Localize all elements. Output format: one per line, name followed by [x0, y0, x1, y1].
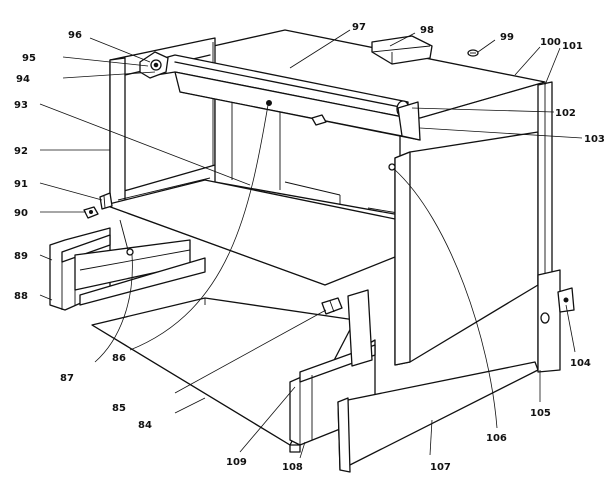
- callout-labels: 96 95 94 97 98 99 100 101 102 103 93 92 …: [14, 22, 605, 473]
- bottom-panel: [91, 297, 356, 453]
- callout-102: 102: [555, 108, 576, 119]
- callout-96: 96: [68, 30, 82, 41]
- callout-93: 93: [14, 100, 28, 111]
- callout-109: 109: [226, 457, 247, 468]
- callout-84: 84: [138, 420, 152, 431]
- callout-94: 94: [16, 74, 30, 85]
- callout-108: 108: [282, 462, 303, 473]
- callout-89: 89: [14, 251, 28, 262]
- callout-103: 103: [584, 134, 605, 145]
- callout-105: 105: [530, 408, 551, 419]
- callout-91: 91: [14, 179, 28, 190]
- screw: [467, 49, 479, 57]
- callout-107: 107: [430, 462, 451, 473]
- front-trim-rail: [149, 54, 421, 141]
- callout-98: 98: [420, 25, 434, 36]
- callout-95: 95: [22, 53, 36, 64]
- side-knob: [557, 287, 575, 313]
- callout-86: 86: [112, 353, 126, 364]
- callout-104: 104: [570, 358, 591, 369]
- right-side-panel: [388, 131, 539, 366]
- shelf-support-clip: [99, 192, 113, 210]
- callout-85: 85: [112, 403, 126, 414]
- callout-97: 97: [352, 22, 366, 33]
- front-corner-cap: [397, 101, 421, 141]
- callout-92: 92: [14, 146, 28, 157]
- callout-99: 99: [500, 32, 514, 43]
- callout-90: 90: [14, 208, 28, 219]
- leader-lines: [39, 29, 583, 459]
- callout-106: 106: [486, 433, 507, 444]
- callout-101: 101: [562, 41, 583, 52]
- callout-100: 100: [540, 37, 561, 48]
- rear-bracket: [371, 35, 433, 65]
- callout-88: 88: [14, 291, 28, 302]
- bottom-clip: [321, 297, 343, 315]
- callout-87: 87: [60, 373, 74, 384]
- right-upright-strip: [537, 81, 561, 373]
- hinge-bracket: [139, 51, 169, 79]
- shelf-screw: [83, 206, 99, 219]
